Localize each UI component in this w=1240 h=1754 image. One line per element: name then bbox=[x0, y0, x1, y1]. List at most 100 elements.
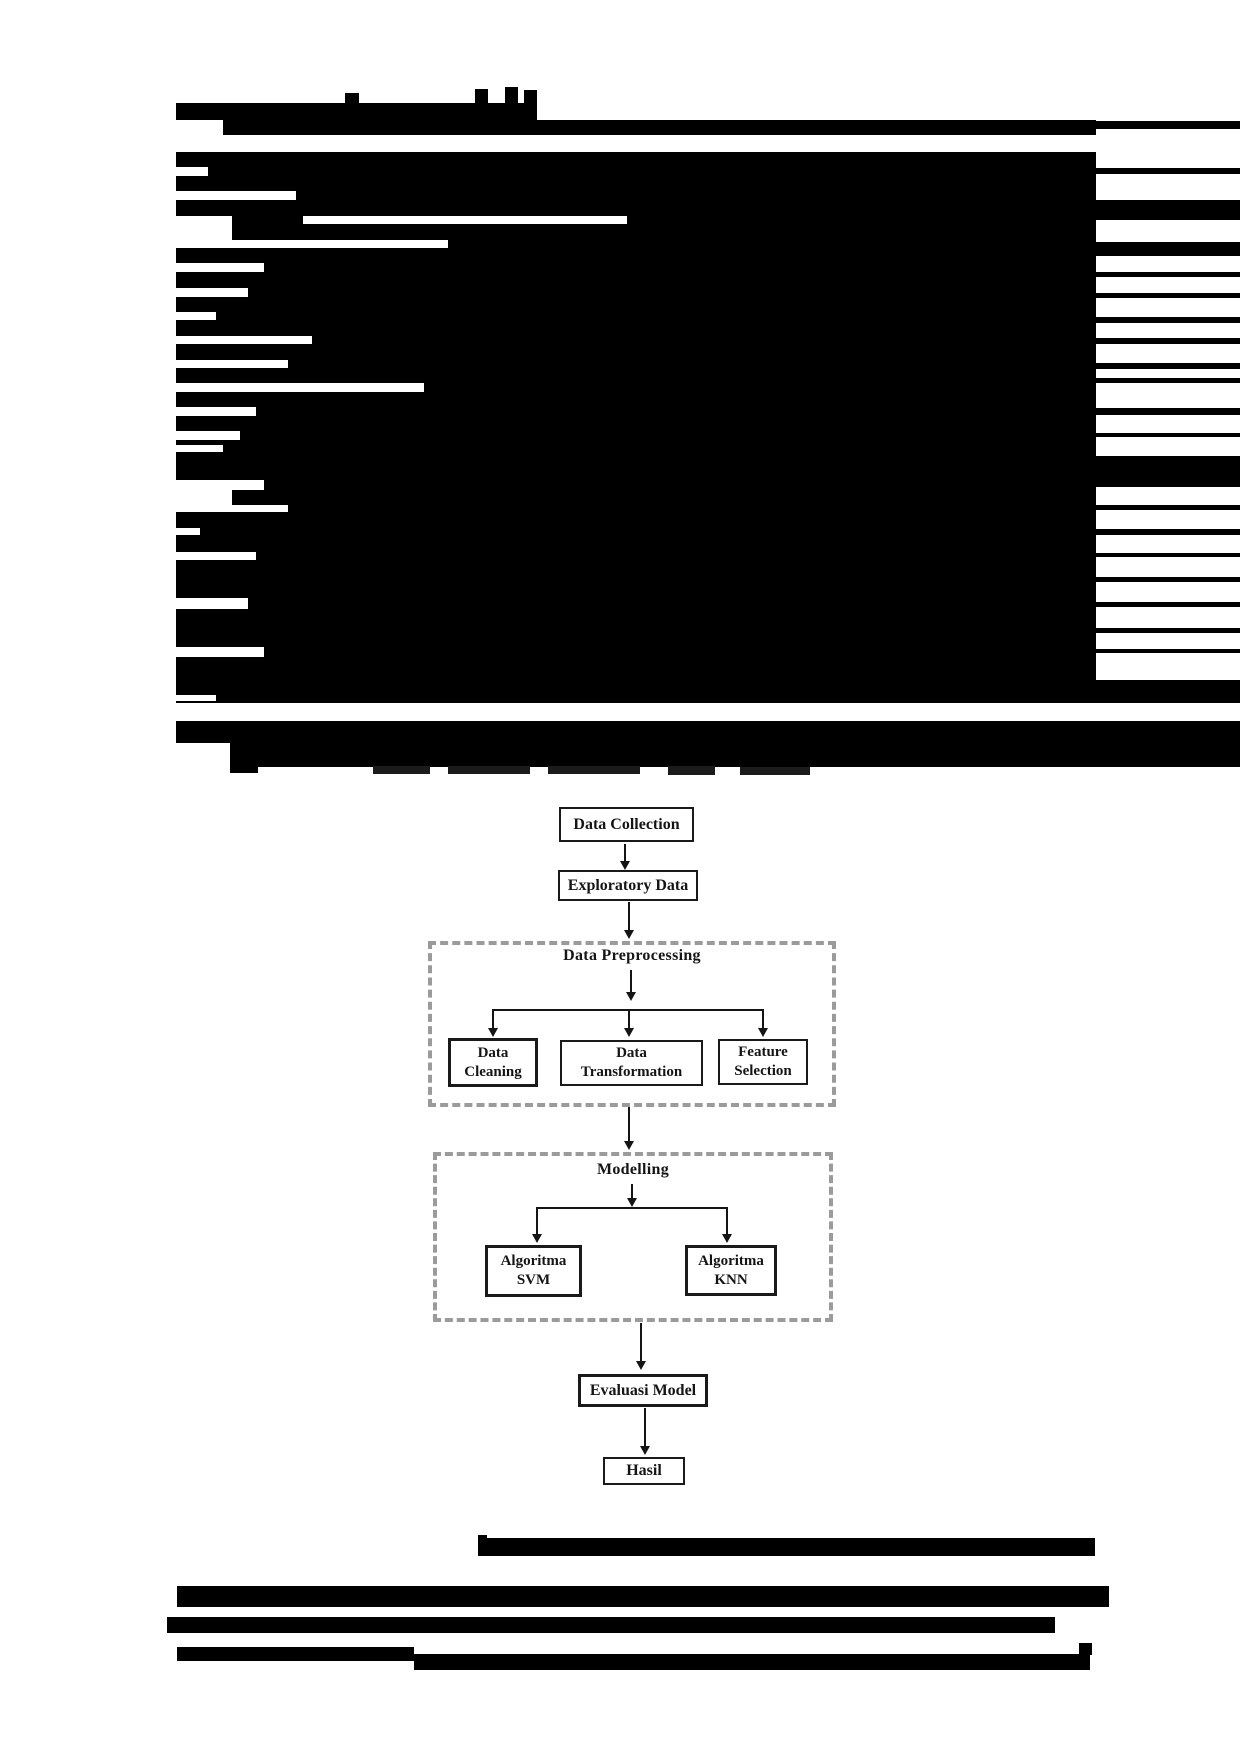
redaction-bar bbox=[414, 1654, 1090, 1670]
redaction-bar bbox=[167, 1617, 1055, 1633]
redaction-bar bbox=[176, 480, 264, 490]
redaction-bar bbox=[176, 647, 264, 657]
redaction-bar bbox=[1096, 456, 1240, 487]
redaction-bar bbox=[1096, 378, 1240, 383]
redaction-bar bbox=[176, 383, 424, 392]
redaction-bar bbox=[176, 490, 232, 505]
arrow-to-transformation-head bbox=[624, 1028, 634, 1037]
node-data-collection: Data Collection bbox=[559, 807, 694, 842]
redaction-bar bbox=[176, 431, 240, 440]
redaction-bar bbox=[230, 767, 258, 773]
redaction-bar bbox=[176, 695, 216, 701]
container-modelling bbox=[433, 1152, 833, 1322]
arrow-exploratory-to-preprocessing-line bbox=[628, 902, 630, 930]
arrow-to-cleaning-line bbox=[492, 1010, 494, 1028]
redaction-bar bbox=[1096, 602, 1240, 607]
redaction-bar bbox=[1079, 1643, 1092, 1655]
redaction-bar bbox=[1096, 649, 1240, 653]
arrow-to-svm-head bbox=[532, 1234, 542, 1243]
arrow-to-cleaning-head bbox=[488, 1028, 498, 1037]
redaction-bar bbox=[176, 167, 208, 176]
redaction-bar bbox=[1096, 577, 1240, 582]
redaction-bar bbox=[1096, 408, 1240, 415]
redaction-bar bbox=[740, 767, 810, 775]
arrow-to-feature-selection-line bbox=[762, 1010, 764, 1028]
redaction-bar bbox=[1096, 363, 1240, 369]
redaction-bar bbox=[1096, 553, 1240, 557]
arrow-modelling-split-line bbox=[631, 1184, 633, 1198]
redaction-bar bbox=[176, 505, 288, 512]
redaction-bar bbox=[1096, 200, 1240, 220]
redaction-bar bbox=[176, 407, 256, 416]
label-modelling: Modelling bbox=[596, 1161, 670, 1178]
redaction-bar bbox=[176, 216, 232, 240]
arrow-to-svm-line bbox=[536, 1208, 538, 1234]
node-algoritma-svm: Algoritma SVM bbox=[485, 1245, 582, 1297]
node-hasil: Hasil bbox=[603, 1457, 685, 1485]
redaction-bar bbox=[176, 552, 256, 560]
arrow-to-knn-line bbox=[726, 1208, 728, 1234]
node-data-transformation: Data Transformation bbox=[560, 1040, 703, 1086]
redaction-bar bbox=[505, 87, 518, 104]
redaction-bar bbox=[373, 766, 430, 774]
node-evaluasi-model: Evaluasi Model bbox=[578, 1374, 708, 1407]
arrow-preprocessing-to-modelling-line bbox=[628, 1107, 630, 1141]
redaction-bar bbox=[1096, 272, 1240, 277]
redaction-bar bbox=[176, 598, 248, 609]
arrow-evaluasi-to-hasil-line bbox=[644, 1408, 646, 1446]
redaction-bar bbox=[1096, 168, 1240, 174]
arrow-collection-to-exploratory-line bbox=[624, 844, 626, 861]
redaction-bar bbox=[479, 1538, 1095, 1556]
redaction-bar bbox=[524, 90, 537, 104]
node-exploratory-data: Exploratory Data bbox=[558, 870, 698, 901]
node-feature-selection: Feature Selection bbox=[718, 1039, 808, 1085]
arrow-modelling-split-head bbox=[627, 1198, 637, 1207]
redaction-bar bbox=[176, 288, 248, 297]
redaction-bar bbox=[345, 93, 359, 104]
redaction-bar bbox=[1096, 317, 1240, 323]
arrow-preprocessing-to-modelling-head bbox=[624, 1141, 634, 1150]
redaction-bar bbox=[1096, 628, 1240, 633]
redaction-bar bbox=[176, 528, 200, 535]
redaction-bar bbox=[475, 89, 488, 104]
redaction-bar bbox=[1096, 680, 1240, 703]
label-data-preprocessing: Data Preprocessing bbox=[563, 947, 701, 964]
arrow-modelling-to-evaluasi-head bbox=[636, 1361, 646, 1370]
redaction-bar bbox=[1096, 121, 1240, 129]
arrow-preprocessing-split-head bbox=[626, 992, 636, 1001]
redaction-bar bbox=[176, 103, 537, 120]
redaction-bar bbox=[176, 191, 296, 200]
arrow-to-knn-head bbox=[722, 1234, 732, 1243]
redaction-bar bbox=[448, 766, 530, 774]
branch-line-modelling bbox=[536, 1207, 728, 1209]
arrow-collection-to-exploratory-head bbox=[620, 861, 630, 870]
container-data-preprocessing bbox=[428, 941, 836, 1107]
redaction-bar bbox=[176, 152, 1096, 703]
redaction-bar bbox=[176, 240, 448, 248]
redaction-bar bbox=[1096, 242, 1240, 256]
redaction-bar bbox=[1096, 505, 1240, 510]
redaction-bar bbox=[230, 743, 1240, 767]
redaction-bar bbox=[176, 360, 288, 368]
arrow-modelling-to-evaluasi-line bbox=[640, 1323, 642, 1361]
arrow-to-transformation-line bbox=[628, 1010, 630, 1028]
redaction-bar bbox=[177, 1586, 1109, 1607]
arrow-evaluasi-to-hasil-head bbox=[640, 1446, 650, 1455]
node-data-cleaning: Data Cleaning bbox=[448, 1038, 538, 1087]
redaction-bar bbox=[176, 336, 312, 344]
redaction-bar bbox=[548, 766, 640, 774]
redaction-bar bbox=[668, 766, 715, 775]
redaction-bar bbox=[1096, 338, 1240, 344]
redaction-bar bbox=[1096, 293, 1240, 298]
redaction-bar bbox=[303, 216, 627, 224]
redaction-bar bbox=[176, 445, 223, 452]
redaction-bar bbox=[177, 1647, 414, 1661]
node-algoritma-knn: Algoritma KNN bbox=[685, 1245, 777, 1296]
redaction-bar bbox=[176, 721, 1240, 743]
arrow-preprocessing-split-line bbox=[630, 970, 632, 992]
redaction-bar bbox=[1096, 529, 1240, 535]
arrow-exploratory-to-preprocessing-head bbox=[624, 930, 634, 939]
redaction-bar bbox=[176, 312, 216, 320]
redaction-bar bbox=[1096, 433, 1240, 437]
